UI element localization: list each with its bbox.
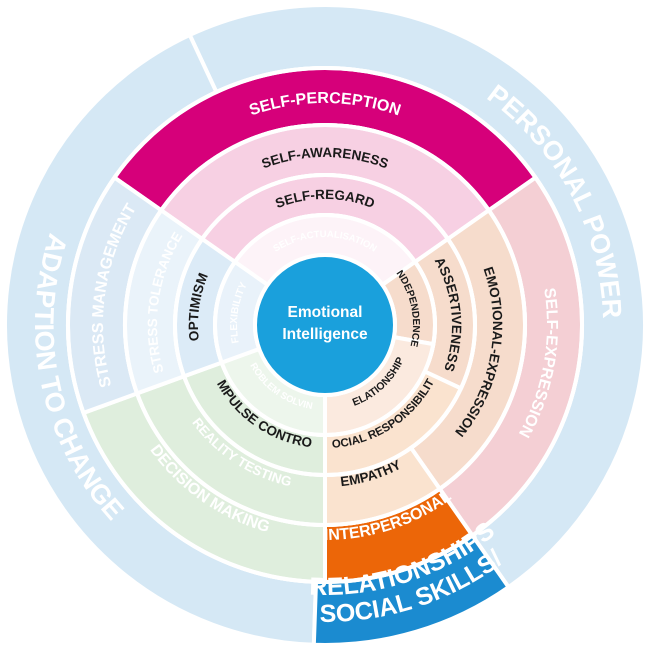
ring-separator bbox=[66, 66, 584, 584]
center-title-line2: Intelligence bbox=[282, 326, 368, 343]
center-title-line1: Emotional bbox=[288, 304, 363, 321]
center-circle bbox=[253, 253, 397, 397]
wheel-rings bbox=[3, 3, 647, 647]
ring-separator bbox=[173, 173, 477, 477]
ring-separator bbox=[123, 123, 527, 527]
ring-separator bbox=[213, 213, 437, 437]
